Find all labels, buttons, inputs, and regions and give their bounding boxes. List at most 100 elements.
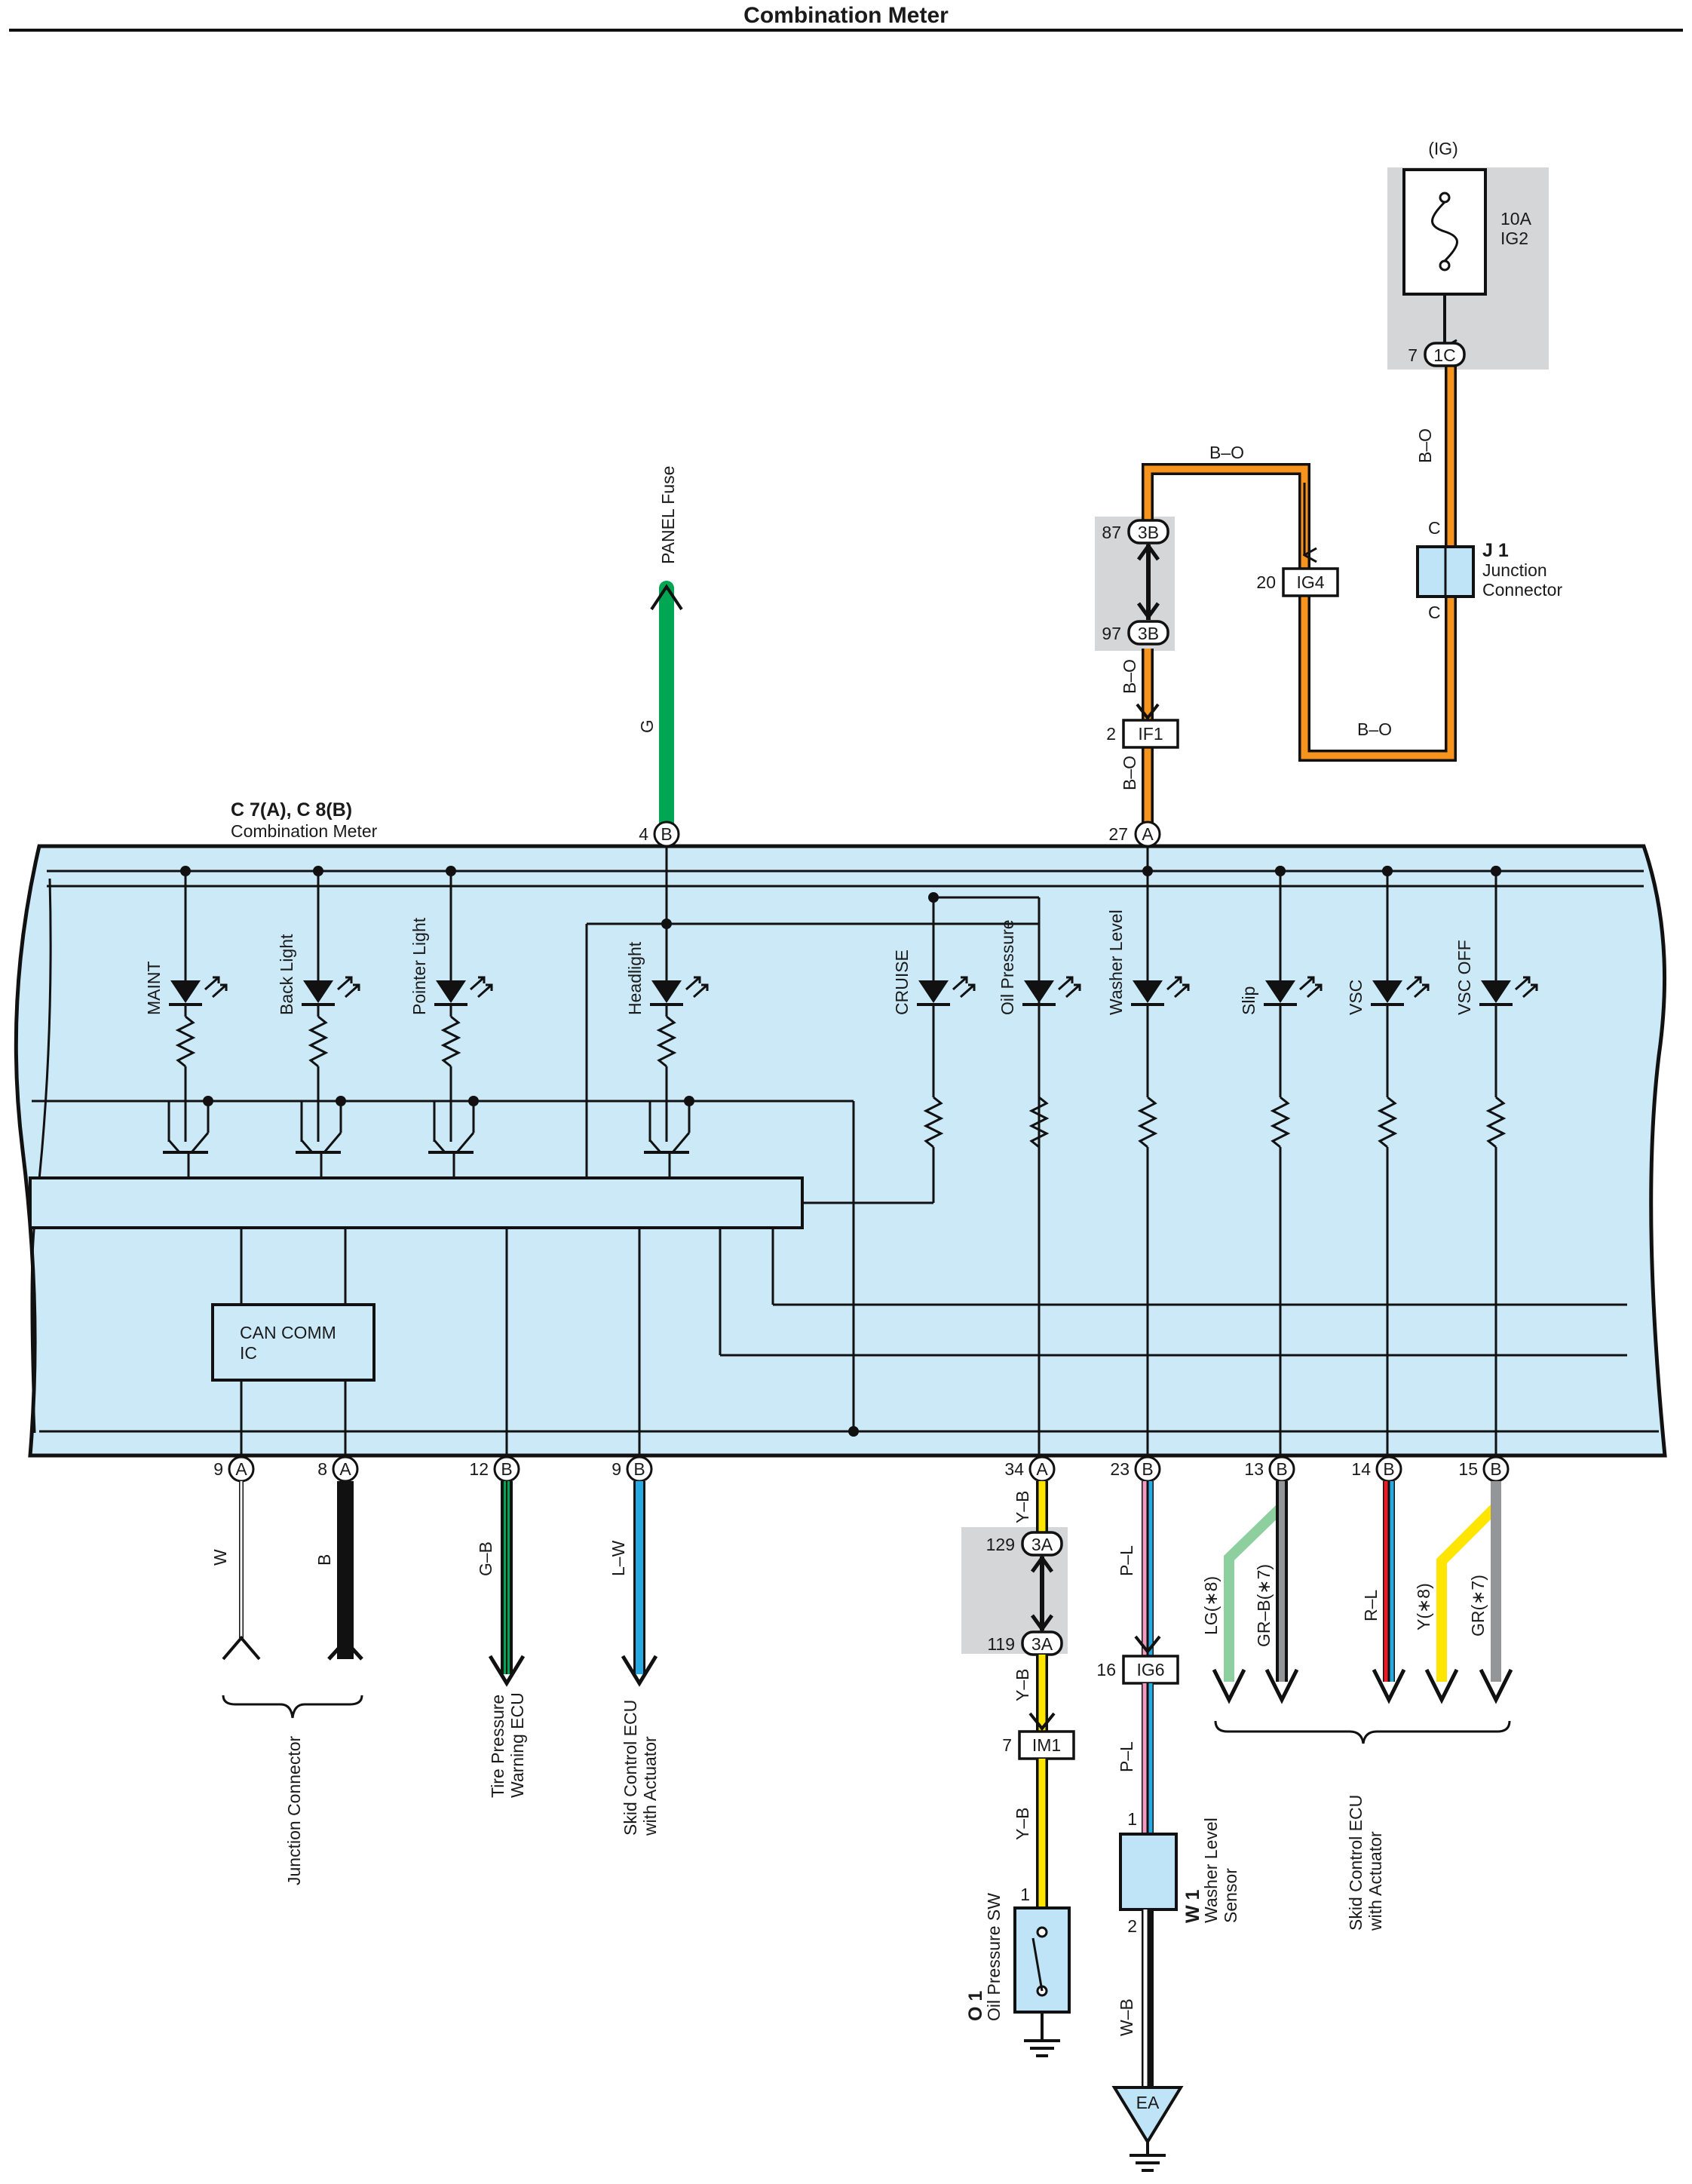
page-title: Combination Meter [743, 3, 949, 28]
led-light-arrow [1299, 976, 1315, 991]
fuse-element [1431, 201, 1458, 262]
bo-wire-path [1142, 362, 1457, 833]
terminal-23b: B 23 [1110, 1455, 1161, 1483]
led-light-arrow [1166, 976, 1182, 991]
indicator-oil-pressure: Oil Pressure [998, 897, 1081, 1455]
connector-im1-label: IM1 [1032, 1735, 1061, 1755]
connector-1c-label: 1C [1433, 345, 1455, 365]
supply-dot [1382, 866, 1393, 876]
if1-arrow [1136, 703, 1160, 721]
wire-label-lg8: LG(∗8) [1201, 1576, 1221, 1635]
led-icon [1133, 980, 1163, 1003]
indicator-label: Pointer Light [409, 917, 429, 1015]
led-icon [436, 980, 466, 1003]
terminal-pin: 13 [1244, 1459, 1264, 1479]
wire-label-bo-3: B–O [1415, 428, 1435, 463]
led-light-arrow [960, 983, 976, 998]
panel-fuse-arrow [650, 584, 683, 611]
connector-ig6-label: IG6 [1136, 1660, 1164, 1679]
terminal-34a: A 34 [1004, 1455, 1056, 1483]
connector-ig4-label: IG4 [1296, 572, 1324, 592]
transistor-emitter [323, 1132, 342, 1153]
connector-3b-bottom-pin: 97 [1102, 624, 1121, 643]
supply-dot [446, 866, 456, 876]
connector-3a-arrow-down [1030, 1614, 1054, 1633]
led-light-arrow [693, 983, 709, 998]
connector-3a-bottom-label: 3A [1031, 1634, 1053, 1654]
wire-label-gr7: GR(∗7) [1468, 1575, 1488, 1636]
indicator-washer-level: Washer Level [1106, 909, 1190, 1455]
power-source-label: (IG) [1428, 139, 1458, 158]
junction-connector-bracket [222, 1695, 363, 1719]
oil-sw-id: O 1 [965, 1991, 986, 2021]
dot-27a [1142, 866, 1153, 876]
terminal-conn: B [1276, 1459, 1287, 1479]
indicator-label: VSC OFF [1454, 940, 1474, 1015]
led-light-arrow [952, 976, 968, 991]
terminal-4b-conn: B [661, 824, 672, 844]
fuse-rating: 10A [1500, 209, 1532, 229]
terminal-conn: B [1142, 1459, 1153, 1479]
led-light-arrow [685, 976, 701, 991]
connector-3b-bottom-label: 3B [1138, 624, 1159, 643]
led-light-arrow [1058, 976, 1074, 991]
wire-y8-arrow [1424, 1668, 1459, 1704]
terminal-pin: 9 [612, 1459, 621, 1479]
dest-skid-control-1b: with Actuator [640, 1736, 660, 1836]
washer-sensor-name-2: Sensor [1221, 1868, 1240, 1923]
terminal-27a-pin: 27 [1108, 824, 1128, 844]
wire-label-bo-4: B–O [1120, 659, 1139, 694]
transistor-emitter [455, 1132, 475, 1153]
connector-if1 [1122, 719, 1179, 749]
connector-3b-bottom [1127, 620, 1169, 646]
dot-4b [661, 919, 672, 929]
junction-j1-pin-top: C [1428, 518, 1441, 538]
wire-label-yb-2: Y–B [1013, 1669, 1032, 1701]
connector-ig4 [1282, 567, 1339, 597]
oil-sw-blade [1031, 1937, 1044, 1992]
meter-logic-bar [29, 1176, 804, 1229]
indicator-vsc: VSC [1346, 866, 1430, 1455]
connector-3a-bottom-pin: 119 [987, 1634, 1015, 1654]
skid-control-bracket [1214, 1720, 1511, 1744]
connector-ig4-pin: 20 [1256, 572, 1276, 592]
terminal-conn: A [1036, 1459, 1048, 1479]
indicator-label: Slip [1239, 986, 1258, 1015]
terminal-pin: 34 [1004, 1459, 1024, 1479]
connector-if1-pin: 2 [1106, 724, 1116, 744]
resistor-icon [308, 1015, 329, 1068]
wire-lg8 [1224, 1502, 1286, 1682]
junction-j1-id: J 1 [1482, 540, 1509, 561]
supply-dot [1275, 866, 1286, 876]
resistor-icon [1270, 1096, 1291, 1149]
resistor-icon [1485, 1096, 1507, 1149]
led-icon [1265, 980, 1295, 1003]
washer-level-sensor [1119, 1833, 1178, 1911]
terminal-27a-conn: A [1142, 824, 1154, 844]
terminal-pin: 23 [1110, 1459, 1130, 1479]
emitter-dot [336, 1096, 346, 1106]
led-light-arrow [204, 976, 220, 991]
terminal-pin: 14 [1351, 1459, 1371, 1479]
indicator-back-light: Back Light [277, 866, 360, 1178]
indicator-maint: MAINT [144, 866, 228, 1178]
washer-sensor-pin-bottom: 2 [1127, 1916, 1137, 1936]
resistor-icon [175, 1015, 196, 1068]
indicator-vsc-off: VSC OFF [1454, 866, 1538, 1455]
indicator-label: VSC [1346, 980, 1366, 1015]
connector-1c [1424, 342, 1466, 367]
wire-w-arrow [222, 1635, 261, 1661]
terminal-conn: B [1490, 1459, 1501, 1479]
terminal-pin: 8 [317, 1459, 327, 1479]
resistor-icon [1137, 1096, 1158, 1149]
terminal-pin: 12 [469, 1459, 489, 1479]
indicator-pointer-light: Pointer Light [409, 866, 493, 1178]
connector-im1 [1018, 1730, 1075, 1760]
terminal-9b: B9 [612, 1455, 653, 1483]
wire-label-pl-1: P–L [1117, 1545, 1136, 1576]
connector-3a-top-pin: 129 [986, 1535, 1015, 1554]
connector-im1-pin: 7 [1002, 1735, 1012, 1755]
led-light-arrow [1414, 983, 1430, 998]
